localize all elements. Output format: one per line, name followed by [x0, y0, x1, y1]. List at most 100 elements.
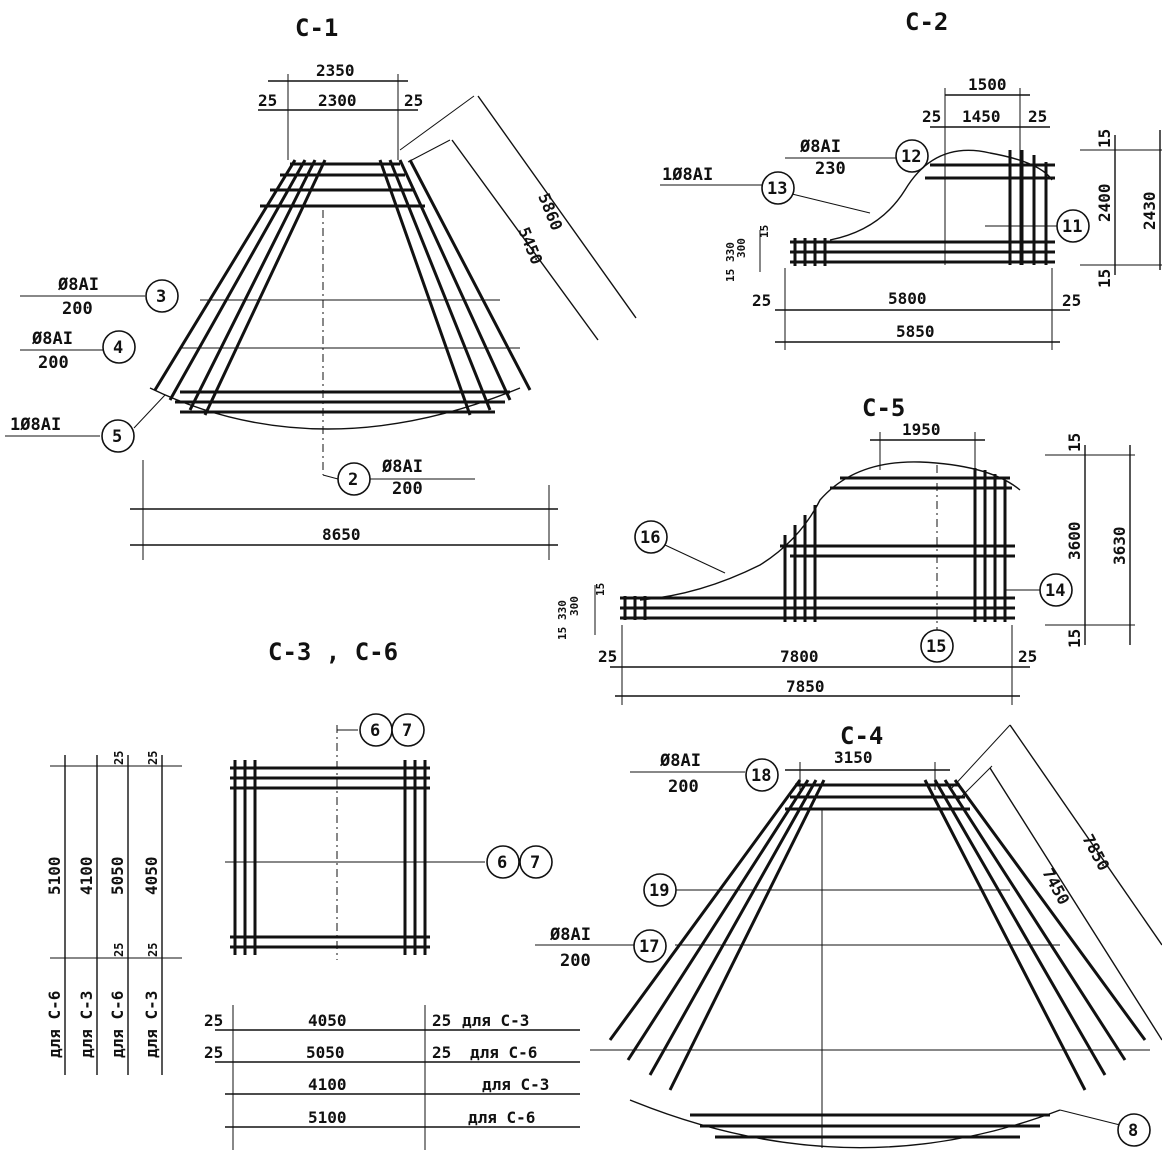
panel-c3-c6: С-3 , С-6 6 7 6 7 5100 4100 5050 4050 [45, 638, 580, 1150]
c36-vnote-2: для С-6 [108, 991, 127, 1058]
panel-c2: С-2 1500 1450 25 25 2400 2430 15 15 [660, 8, 1162, 350]
panel-c5: С-5 1950 3600 3630 15 15 [556, 394, 1135, 705]
c2-dim-top-outer: 1500 [968, 75, 1007, 94]
c1-mark-3: 3 [156, 287, 166, 307]
c4-mark-17: 17 [639, 937, 659, 957]
c1-dim-side-inner: 5450 [514, 224, 546, 267]
panel-c1: С-1 2350 2300 25 25 5450 5860 [5, 14, 637, 560]
c2-dim-bottom-left: 25 [752, 291, 771, 310]
c36-mark-7-right: 7 [530, 853, 540, 873]
title-c5: С-5 [862, 394, 905, 422]
c1-dim-top-inner: 2300 [318, 91, 357, 110]
c5-dim-left-b: 300 [568, 596, 581, 616]
c2-callout-12-step: 230 [815, 159, 846, 179]
c5-dim-left-c: 15 [594, 583, 607, 596]
c2-dim-top-inner: 1450 [962, 107, 1001, 126]
c5-dim-right-outer: 3630 [1110, 526, 1129, 565]
c36-vsmall-1: 25 [146, 751, 160, 765]
c5-dim-bottom-inner: 7800 [780, 647, 819, 666]
c4-dim-side-outer: 7850 [1078, 831, 1113, 874]
c2-dim-left-a: 330 [724, 242, 737, 262]
c36-mark-6-top: 6 [370, 721, 380, 741]
c36-vsmall-3: 25 [146, 943, 160, 957]
c4-callout-17-spec: Ø8АI [549, 925, 591, 945]
c1-callout-4-spec: Ø8АI [31, 329, 73, 349]
panel-c4: С-4 3150 7450 7850 Ø8АI 200 [535, 722, 1162, 1149]
c4-mark-8: 8 [1128, 1121, 1138, 1141]
c4-dim-top: 3150 [834, 748, 873, 767]
c2-dim-right-top: 15 [1095, 129, 1114, 148]
c36-vdim-3: 4050 [142, 856, 161, 895]
c36-vnote-3: для С-3 [142, 991, 161, 1058]
c5-mark-14: 14 [1045, 581, 1065, 601]
c36-vsmall-0: 25 [112, 751, 126, 765]
c36-row-1-right: 25 [432, 1043, 451, 1062]
c2-dim-left-d: 15 [724, 269, 737, 282]
c1-mark-2: 2 [348, 470, 358, 490]
c36-mark-7-top: 7 [402, 721, 412, 741]
c36-row-1-left: 25 [204, 1043, 223, 1062]
title-c3-c6: С-3 , С-6 [268, 638, 398, 666]
c36-row-1-note: для С-6 [470, 1043, 537, 1062]
c36-vnote-1: для С-3 [77, 991, 96, 1058]
c5-dim-right-bottom: 15 [1065, 629, 1084, 648]
c5-dim-right-inner: 3600 [1065, 521, 1084, 560]
c36-row-1-value: 5050 [306, 1043, 345, 1062]
c36-vdim-0: 5100 [45, 856, 64, 895]
c2-dim-left-b: 300 [735, 238, 748, 258]
c36-row-0-left: 25 [204, 1011, 223, 1030]
c2-dim-left-c: 15 [758, 225, 771, 238]
c5-dim-bottom-right: 25 [1018, 647, 1037, 666]
c2-mark-12: 12 [901, 147, 921, 167]
c1-dim-side-outer: 5860 [534, 190, 566, 233]
c4-callout-18-step: 200 [668, 777, 699, 797]
c1-callout-4-step: 200 [38, 353, 69, 373]
c4-mark-19: 19 [649, 881, 669, 901]
c2-dim-bottom-outer: 5850 [896, 322, 935, 341]
c4-mark-18: 18 [751, 766, 771, 786]
c2-dim-top-right: 25 [1028, 107, 1047, 126]
c1-callout-2-spec: Ø8АI [381, 457, 423, 477]
c2-dim-bottom-inner: 5800 [888, 289, 927, 308]
c5-dim-left-a: 330 [556, 600, 569, 620]
c36-row-0-value: 4050 [308, 1011, 347, 1030]
c2-dim-top-left: 25 [922, 107, 941, 126]
c5-dim-right-top: 15 [1065, 433, 1084, 452]
c36-vdim-1: 4100 [77, 856, 96, 895]
c4-callout-17-step: 200 [560, 951, 591, 971]
c36-row-0-right: 25 [432, 1011, 451, 1030]
c36-row-2-value: 4100 [308, 1075, 347, 1094]
c1-mark-4: 4 [113, 338, 123, 358]
c1-callout-3-spec: Ø8АI [57, 275, 99, 295]
c1-dim-top-outer: 2350 [316, 61, 355, 80]
title-c2: С-2 [905, 8, 948, 36]
c36-row-2-note: для С-3 [482, 1075, 549, 1094]
c2-callout-13-spec: 1Ø8АI [662, 165, 713, 185]
c36-row-3-note: для С-6 [468, 1108, 535, 1127]
c36-vnote-0: для С-6 [45, 991, 64, 1058]
c36-vsmall-2: 25 [112, 943, 126, 957]
c5-dim-bottom-outer: 7850 [786, 677, 825, 696]
c1-callout-5-spec: 1Ø8АI [10, 415, 61, 435]
c1-callout-3-step: 200 [62, 299, 93, 319]
c2-callout-12-spec: Ø8АI [799, 137, 841, 157]
c2-dim-right-inner: 2400 [1095, 183, 1114, 222]
c1-dim-bottom: 8650 [322, 525, 361, 544]
c5-dim-left-d: 15 [556, 627, 569, 640]
c1-dim-top-right: 25 [404, 91, 423, 110]
c1-dim-top-left: 25 [258, 91, 277, 110]
c1-mark-5: 5 [112, 427, 122, 447]
c5-dim-top: 1950 [902, 420, 941, 439]
c2-dim-bottom-right: 25 [1062, 291, 1081, 310]
c36-row-3-value: 5100 [308, 1108, 347, 1127]
c2-dim-right-outer: 2430 [1140, 191, 1159, 230]
c5-mark-15: 15 [926, 637, 946, 657]
title-c4: С-4 [840, 722, 883, 750]
c5-dim-bottom-left: 25 [598, 647, 617, 666]
c36-mark-6-right: 6 [497, 853, 507, 873]
c2-dim-right-bottom: 15 [1095, 269, 1114, 288]
c2-mark-11: 11 [1062, 217, 1082, 237]
c4-callout-18-spec: Ø8АI [659, 751, 701, 771]
c36-vdim-2: 5050 [108, 856, 127, 895]
